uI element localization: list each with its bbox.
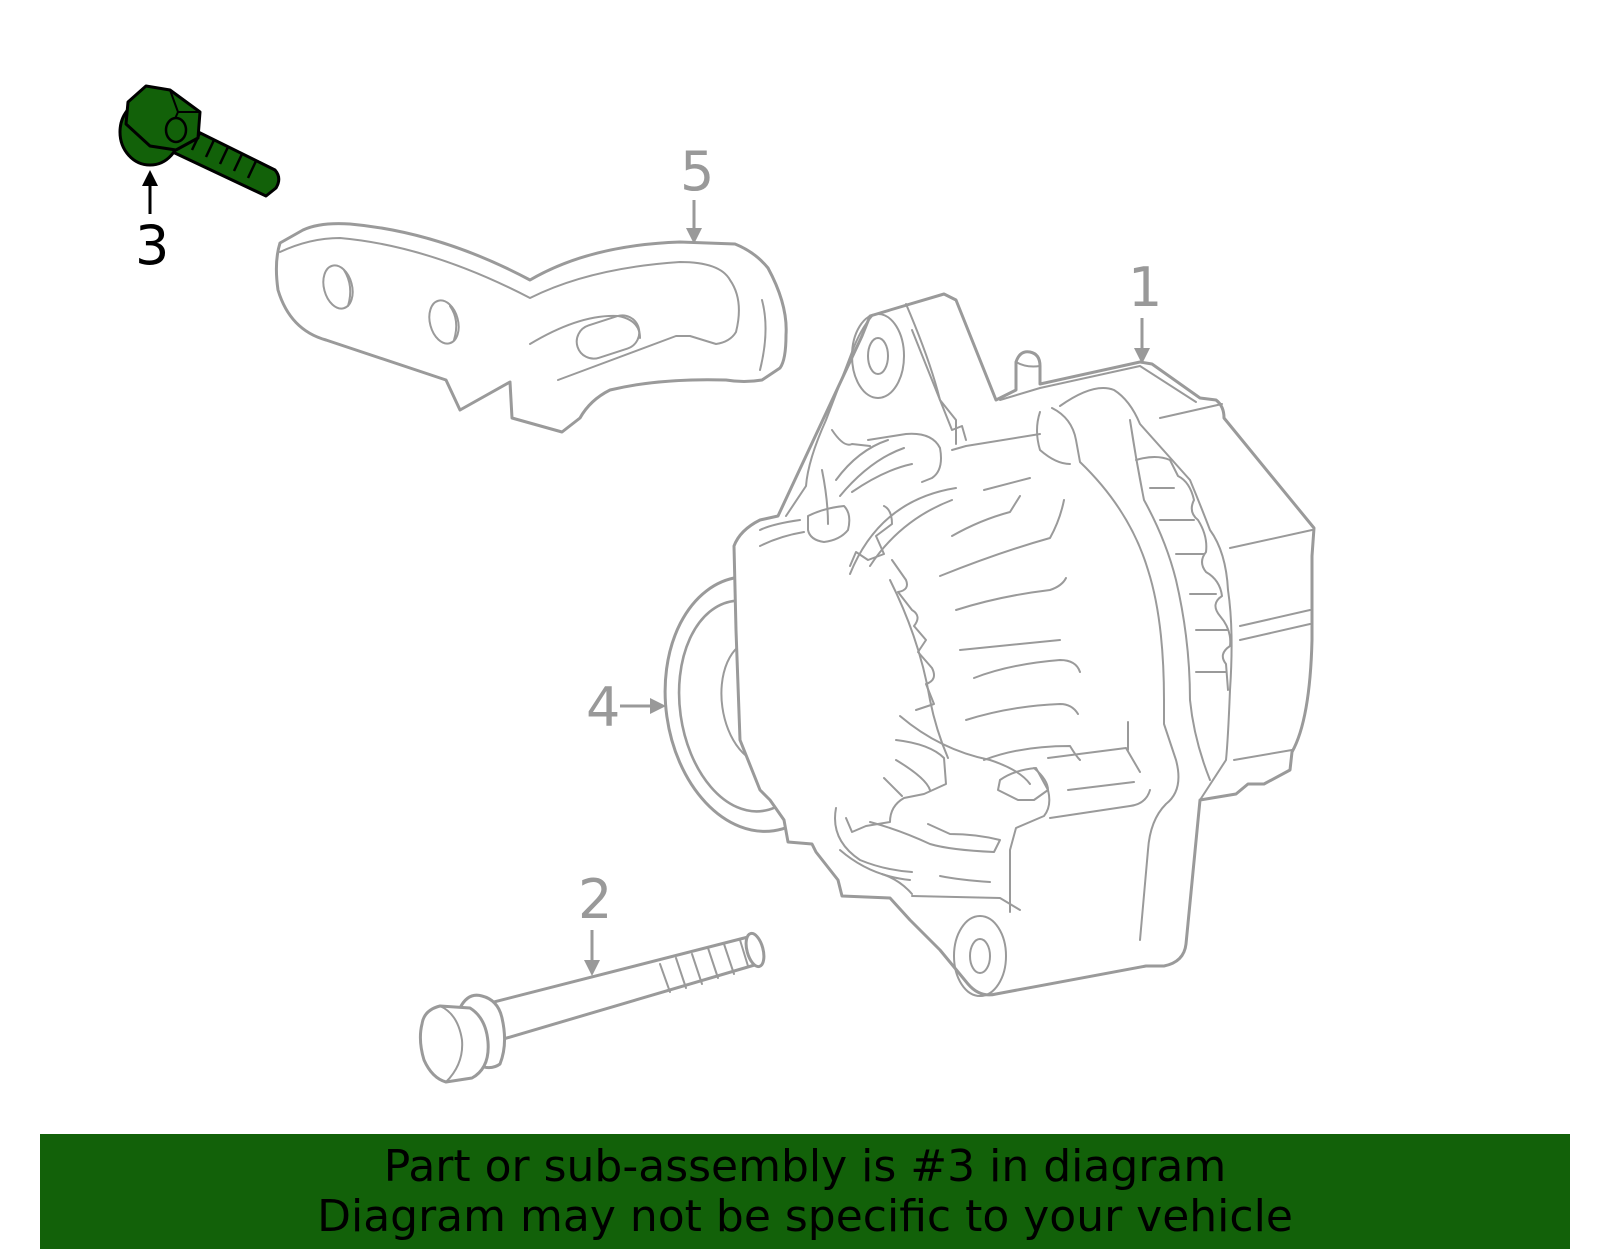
banner-line-1: Part or sub-assembly is #3 in diagram (383, 1140, 1227, 1192)
callout-4-label: 4 (586, 676, 620, 739)
callout-1: 1 (1128, 256, 1162, 364)
callout-1-label: 1 (1128, 256, 1162, 319)
part-3-bolt[interactable] (118, 84, 281, 198)
callout-5-label: 5 (680, 140, 714, 203)
callout-5: 5 (680, 140, 714, 244)
callout-2: 2 (578, 868, 612, 976)
callout-3-label: 3 (135, 214, 169, 277)
part-2-long-bolt[interactable] (418, 931, 767, 1084)
banner-line-2: Diagram may not be specific to your vehi… (317, 1190, 1293, 1242)
part-1-alternator[interactable] (732, 292, 1316, 997)
info-banner: Part or sub-assembly is #3 in diagram Di… (40, 1134, 1570, 1249)
callout-4: 4 (586, 676, 666, 739)
callout-3: 3 (135, 170, 169, 277)
callout-2-label: 2 (578, 868, 612, 931)
part-5-bracket[interactable] (274, 222, 788, 434)
